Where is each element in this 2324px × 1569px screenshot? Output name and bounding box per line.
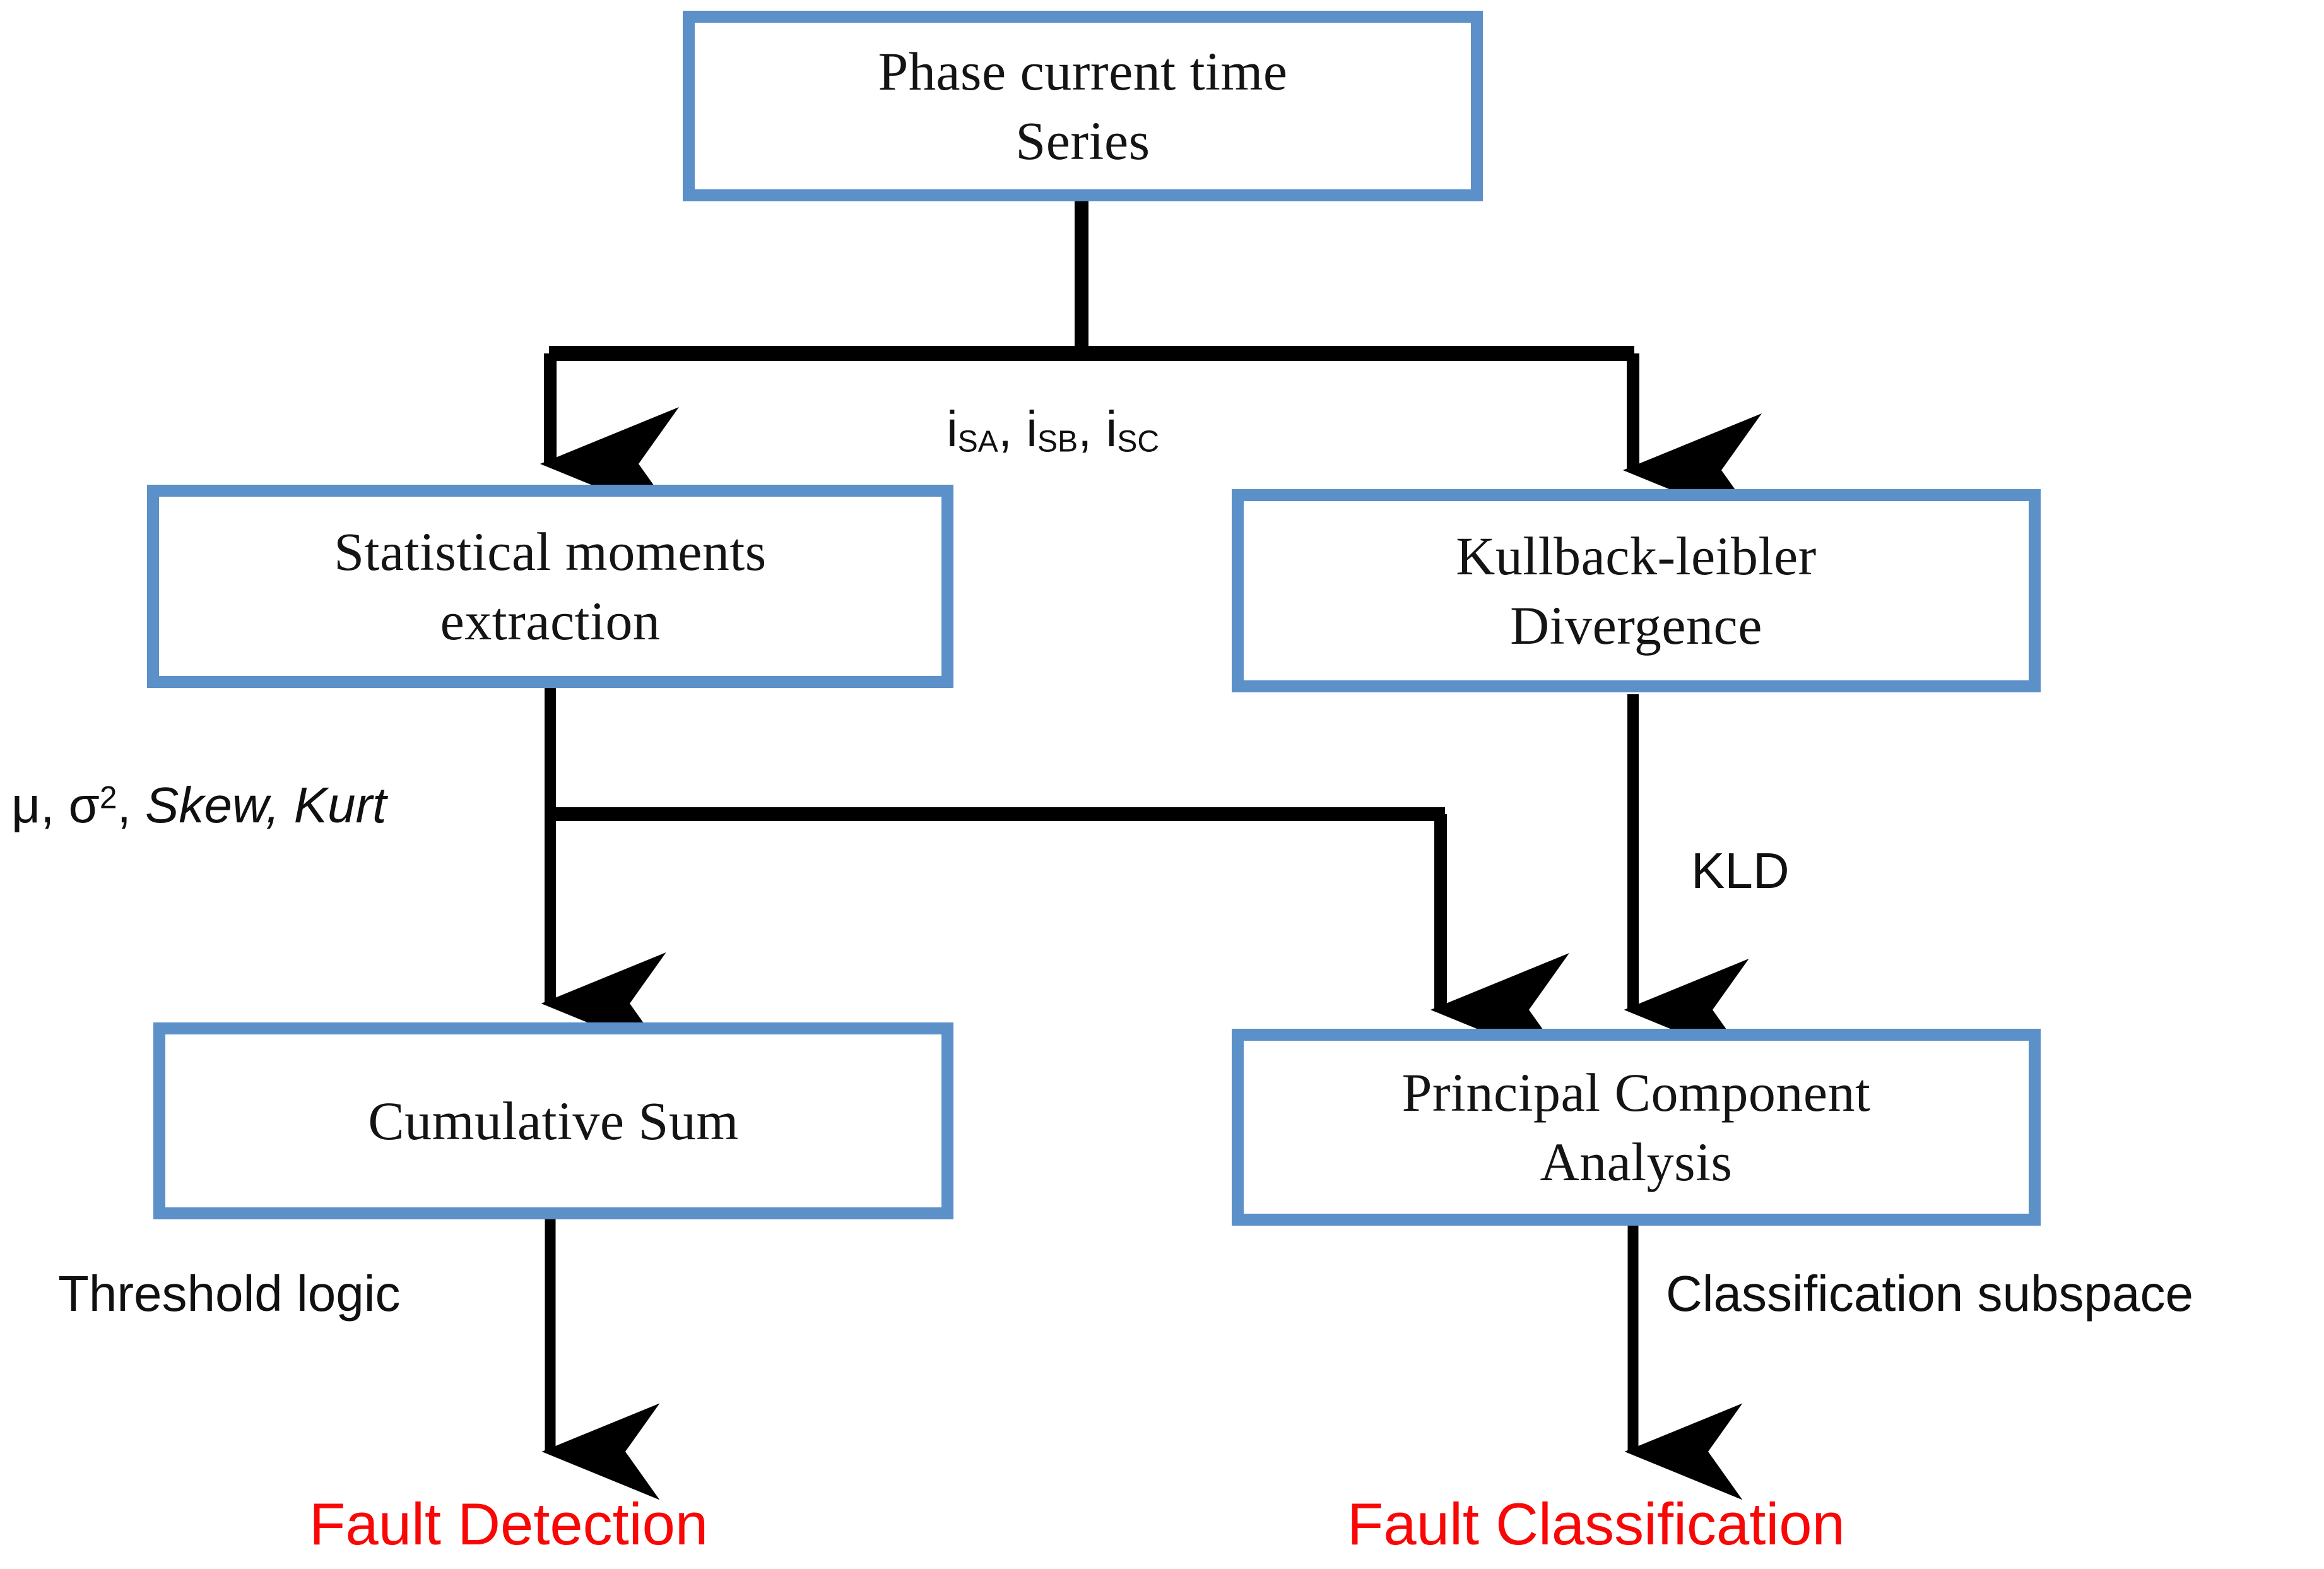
- node-cumulative-sum[interactable]: Cumulative Sum: [153, 1022, 953, 1219]
- edge-label-classification-subspace: Classification subspace: [1666, 1265, 2193, 1322]
- terminal-fault-detection: Fault Detection: [309, 1491, 709, 1557]
- edge-label-statistical-moments: μ, σ2, Skew, Kurt: [11, 777, 387, 833]
- node-kullback-leibler-divergence[interactable]: Kullback-leibler Divergence: [1232, 489, 2041, 692]
- node-statistical-moments-extraction-label: Statistical moments extraction: [334, 521, 767, 651]
- current-isc: iSC: [1106, 401, 1159, 459]
- edge-label-phase-currents: iSA, iSB, iSC: [947, 401, 1159, 459]
- edge-label-kld: KLD: [1691, 843, 1790, 899]
- node-phase-current-time-series-label: Phase current time Series: [878, 40, 1288, 171]
- node-phase-current-time-series[interactable]: Phase current time Series: [683, 11, 1483, 201]
- node-statistical-moments-extraction[interactable]: Statistical moments extraction: [147, 485, 953, 688]
- node-kullback-leibler-divergence-label: Kullback-leibler Divergence: [1456, 525, 1817, 656]
- node-principal-component-analysis-label: Principal Component Analysis: [1401, 1062, 1871, 1192]
- edge-label-threshold-logic: Threshold logic: [58, 1265, 401, 1322]
- edge-statistical-moments-to-pca: [550, 807, 1569, 1067]
- current-isa: iSA: [947, 401, 998, 459]
- node-principal-component-analysis[interactable]: Principal Component Analysis: [1232, 1029, 2041, 1226]
- terminal-fault-classification: Fault Classification: [1347, 1491, 1845, 1557]
- current-isb: iSB: [1026, 401, 1078, 459]
- edge-phase-to-split: [549, 201, 1634, 361]
- node-cumulative-sum-label: Cumulative Sum: [368, 1090, 739, 1151]
